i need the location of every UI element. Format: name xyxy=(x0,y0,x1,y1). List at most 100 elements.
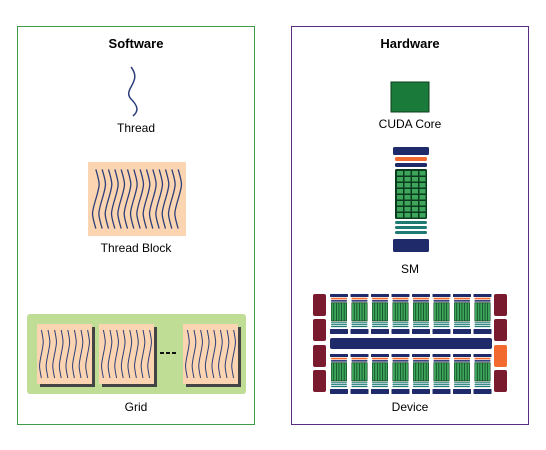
sm-top-bar xyxy=(350,354,369,358)
block-rect xyxy=(183,324,238,384)
sm-teal-bar xyxy=(413,386,429,388)
sm-bottom-bar xyxy=(473,329,492,334)
software-panel: Software Thread Thread Block Grid xyxy=(17,26,255,425)
sm-navy-bar xyxy=(331,360,347,362)
sm-core-col xyxy=(482,363,485,381)
sm-teal-bar xyxy=(474,384,491,386)
sm-top-bar xyxy=(391,294,410,298)
sm-core-cell xyxy=(419,201,426,206)
sm-core-cell xyxy=(397,213,403,218)
sm-teal-bar xyxy=(392,382,409,384)
sm-bottom-bar xyxy=(371,329,389,334)
sm-core-col xyxy=(336,363,339,381)
thread-wave xyxy=(191,329,197,379)
sm-core-col xyxy=(454,363,457,381)
sm-teal-bar xyxy=(395,221,427,224)
sm-top-bar xyxy=(432,354,451,358)
sm-navy-bar xyxy=(474,360,491,362)
sm-top-bar xyxy=(432,294,451,298)
sm-orange-bar xyxy=(372,357,388,360)
thread-icon xyxy=(128,66,138,117)
sm-core-col xyxy=(357,363,360,381)
sm-core-cell xyxy=(419,171,426,176)
sm-core-col xyxy=(339,303,342,321)
sm-orange-bar xyxy=(474,297,491,300)
sm-core-cell xyxy=(412,177,418,182)
sm-teal-bar xyxy=(372,382,388,384)
sm-navy-bar xyxy=(454,300,470,302)
sm-core-col xyxy=(377,303,380,321)
sm-core-col xyxy=(341,303,344,321)
sm-top-bar xyxy=(412,354,430,358)
sm-core-col xyxy=(441,303,444,321)
sm-core-col xyxy=(416,303,418,321)
sm-core-cell xyxy=(412,189,418,194)
sm-core-col xyxy=(482,303,485,321)
software-diagram xyxy=(27,66,246,394)
hardware-panel: Hardware CUDA Core SM Device xyxy=(291,26,529,425)
thread-wave xyxy=(224,329,230,379)
sm-core-col xyxy=(436,303,439,321)
device-side-block xyxy=(494,319,507,341)
sm-teal-bar xyxy=(392,384,409,386)
sm-navy-bar xyxy=(372,300,388,302)
thread-wave xyxy=(147,329,152,379)
sm-core-col xyxy=(336,303,339,321)
sm-core-col xyxy=(423,303,426,321)
sm-navy-bar xyxy=(331,300,347,302)
sm-core-col xyxy=(475,303,477,321)
sm-core-cell xyxy=(412,195,418,200)
sm-bottom-bar xyxy=(473,389,492,394)
sm-core-col xyxy=(488,303,490,321)
sm-core-cell xyxy=(419,177,426,182)
sm-core-col xyxy=(352,363,354,381)
sm-core-cell xyxy=(404,183,411,188)
sm-core-cell xyxy=(397,189,403,194)
thread-wave xyxy=(198,329,203,379)
sm-core-cell xyxy=(419,183,426,188)
thread-wave xyxy=(211,329,217,379)
sm-teal-bar xyxy=(395,226,427,229)
thread-wave xyxy=(107,329,113,379)
sm-teal-bar xyxy=(454,324,470,326)
sm-orange-bar xyxy=(413,297,429,300)
sm-teal-bar xyxy=(331,382,347,384)
thread-wave xyxy=(129,169,138,229)
block-rect xyxy=(88,162,186,236)
sm-teal-bar xyxy=(433,386,450,388)
sm-core-col xyxy=(380,303,383,321)
sm-teal-bar xyxy=(372,326,388,328)
sm-core-col xyxy=(485,363,488,381)
sm-navy-bar xyxy=(351,300,368,302)
sm-top-bar xyxy=(371,354,389,358)
sm-core-col xyxy=(365,303,367,321)
thread-wave xyxy=(127,329,133,379)
sm-core-col xyxy=(462,303,465,321)
sm-bottom-bar xyxy=(432,329,451,334)
sm-core-col xyxy=(464,303,467,321)
sm-top-bar xyxy=(473,294,492,298)
sm-orange-bar xyxy=(351,357,368,360)
sm-core-col xyxy=(426,303,429,321)
sm-core-col xyxy=(439,363,442,381)
sm-navy-bar xyxy=(392,300,409,302)
sm-navy-bar xyxy=(474,300,491,302)
sm-bottom-bar xyxy=(393,239,429,252)
sm-core-col xyxy=(485,303,488,321)
sm-core-cell xyxy=(412,207,418,212)
thread-wave xyxy=(231,329,236,379)
sm-core-col xyxy=(393,303,395,321)
sm-core-col xyxy=(380,363,383,381)
thread-wave xyxy=(218,329,223,379)
sm-core-col xyxy=(400,363,403,381)
sm-navy-bar xyxy=(351,360,368,362)
sm-core-col xyxy=(385,303,388,321)
sm-core-cell xyxy=(412,183,418,188)
thread-wave xyxy=(136,169,145,229)
sm-core-col xyxy=(457,303,459,321)
sm-core-col xyxy=(434,363,436,381)
sm-teal-bar xyxy=(372,322,388,324)
thread-wave xyxy=(140,329,146,379)
thread-wave xyxy=(123,169,132,229)
sm-core-col xyxy=(444,303,447,321)
